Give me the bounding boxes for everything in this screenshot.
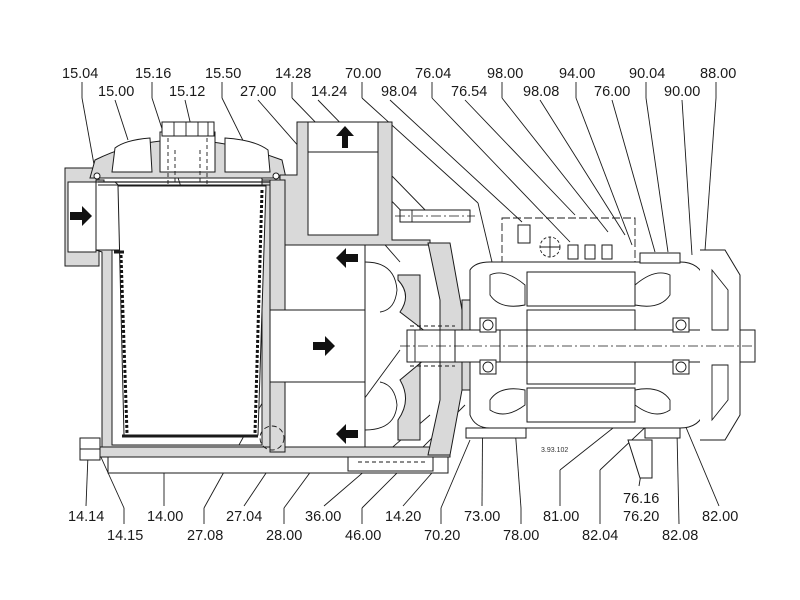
label-27.00: 27.00 (240, 84, 276, 100)
label-28.00: 28.00 (266, 528, 302, 544)
leader-82.08 (676, 431, 680, 525)
flow-arrow-left-lower (336, 424, 358, 444)
label-15.12: 15.12 (169, 84, 205, 100)
flow-arrow-left-upper (336, 248, 358, 268)
leader-98.00 (501, 97, 609, 233)
leader-82.00 (684, 424, 720, 507)
label-76.04: 76.04 (415, 66, 451, 82)
label-14.24: 14.24 (311, 84, 347, 100)
labels-top: 15.04 15.16 15.50 14.28 70.00 76.04 98.0… (62, 66, 736, 100)
drawing-number: 3.93.102 (541, 447, 568, 454)
label-14.00: 14.00 (147, 509, 183, 525)
label-78.00: 78.00 (503, 528, 539, 544)
leader-70.20 (440, 439, 471, 509)
label-70.00: 70.00 (345, 66, 381, 82)
leader-76.00 (611, 99, 656, 253)
leader-98.04 (389, 99, 523, 223)
flow-arrow-up-outlet (336, 126, 354, 148)
label-81.00: 81.00 (543, 509, 579, 525)
leader-76.54 (464, 99, 576, 216)
leader-15.04 (81, 97, 96, 171)
leader-15.00 (114, 99, 129, 141)
label-90.00: 90.00 (664, 84, 700, 100)
label-76.00: 76.00 (594, 84, 630, 100)
label-70.20: 70.20 (424, 528, 460, 544)
label-14.14: 14.14 (68, 509, 104, 525)
pump-casing (259, 121, 475, 472)
label-98.00: 98.00 (487, 66, 523, 82)
leader-90.00 (681, 99, 693, 256)
leader-98.08 (539, 99, 626, 236)
labels-bottom: 14.14 14.00 27.04 36.00 14.20 73.00 81.0… (68, 491, 738, 544)
leader-lines-top (81, 82, 717, 321)
label-73.00: 73.00 (464, 509, 500, 525)
label-76.20: 76.20 (623, 509, 659, 525)
label-98.08: 98.08 (523, 84, 559, 100)
flow-arrow-right-center (313, 336, 335, 356)
motor (400, 217, 756, 479)
label-14.20: 14.20 (385, 509, 421, 525)
label-14.15: 14.15 (107, 528, 143, 544)
label-94.00: 94.00 (559, 66, 595, 82)
label-82.00: 82.00 (702, 509, 738, 525)
label-76.54: 76.54 (451, 84, 487, 100)
label-88.00: 88.00 (700, 66, 736, 82)
label-82.04: 82.04 (582, 528, 618, 544)
flow-arrow-right-inlet (70, 206, 92, 226)
leader-14.15 (99, 454, 125, 509)
label-36.00: 36.00 (305, 509, 341, 525)
leader-94.00 (575, 97, 633, 246)
label-15.16: 15.16 (135, 66, 171, 82)
label-90.04: 90.04 (629, 66, 665, 82)
label-27.08: 27.08 (187, 528, 223, 544)
label-82.08: 82.08 (662, 528, 698, 544)
label-46.00: 46.00 (345, 528, 381, 544)
label-15.50: 15.50 (205, 66, 241, 82)
label-15.04: 15.04 (62, 66, 98, 82)
label-14.28: 14.28 (275, 66, 311, 82)
label-15.00: 15.00 (98, 84, 134, 100)
label-76.16: 76.16 (623, 491, 659, 507)
leader-90.04 (645, 97, 669, 253)
leader-14.14 (85, 454, 89, 507)
label-98.04: 98.04 (381, 84, 417, 100)
label-27.04: 27.04 (226, 509, 262, 525)
leader-70.00 (477, 202, 493, 263)
